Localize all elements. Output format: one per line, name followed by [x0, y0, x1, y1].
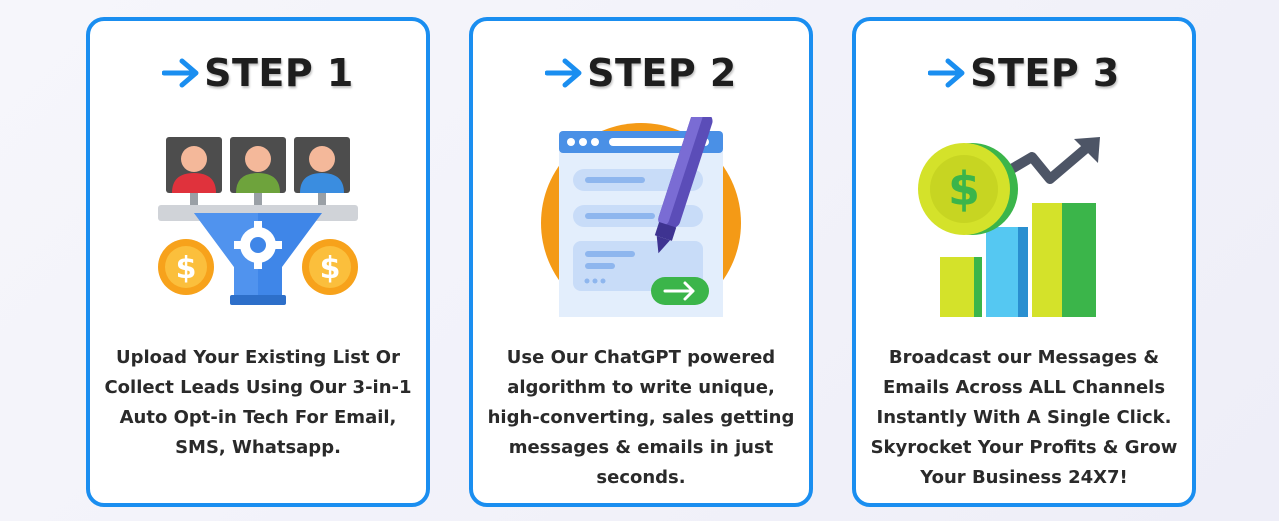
- step-description: Use Our ChatGPT powered algorithm to wri…: [487, 347, 795, 488]
- step-title-3: STEP 3: [856, 47, 1192, 99]
- step-card-2: STEP 2: [469, 17, 813, 507]
- step-description: Upload Your Existing List Or Collect Lea…: [104, 347, 412, 458]
- arrow-right-icon: [545, 58, 582, 88]
- funnel-leads-icon: $ $: [158, 137, 358, 305]
- svg-text:$: $: [320, 251, 341, 286]
- step-card-1: STEP 1: [86, 17, 430, 507]
- svg-text:$: $: [948, 162, 980, 216]
- step-label: STEP 1: [204, 51, 354, 95]
- arrow-right-icon: [928, 58, 965, 88]
- growth-chart-dollar-icon: $: [918, 137, 1100, 317]
- step-card-3: STEP 3 $ Broadcast our Messages & Emails…: [852, 17, 1196, 507]
- arrow-right-icon: [162, 58, 199, 88]
- step-label: STEP 2: [587, 51, 737, 95]
- step-title-2: STEP 2: [473, 47, 809, 99]
- step-description: Broadcast our Messages & Emails Across A…: [870, 347, 1178, 488]
- step-label: STEP 3: [970, 51, 1120, 95]
- svg-text:$: $: [176, 251, 197, 286]
- pen-writing-page-icon: [541, 117, 741, 317]
- step-title-1: STEP 1: [90, 47, 426, 99]
